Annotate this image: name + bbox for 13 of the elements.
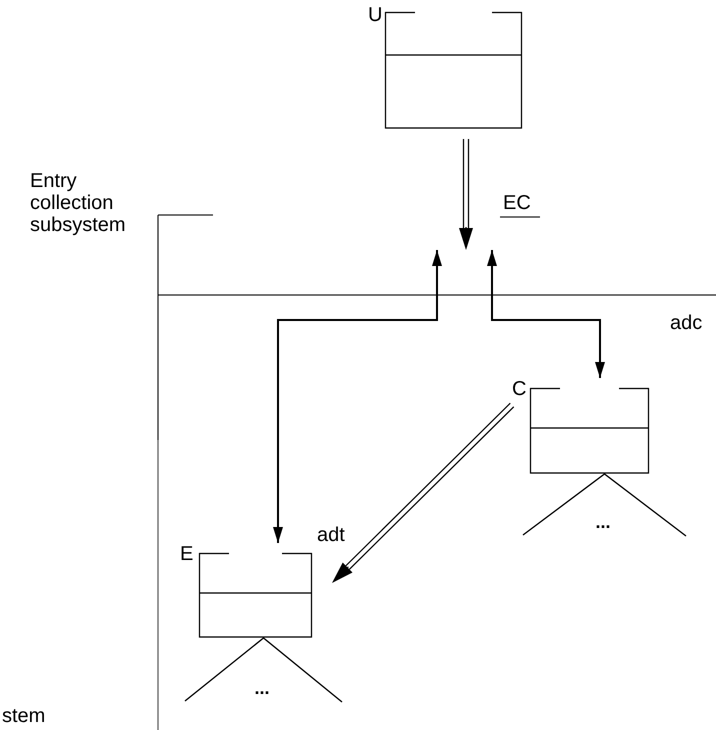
subsystem-label: Entry collection subsystem	[30, 170, 127, 236]
section-label: adc	[670, 312, 702, 334]
box-label: E	[180, 543, 194, 565]
section-label: stem	[2, 705, 46, 727]
box-label: C	[512, 378, 526, 400]
arrow	[332, 402, 514, 583]
arrow	[487, 250, 605, 378]
arrow	[273, 250, 442, 543]
ellipsis-text: ...	[254, 677, 270, 699]
box-label: U	[368, 4, 382, 26]
ellipsis-text: ...	[596, 511, 611, 533]
arrow	[459, 138, 473, 250]
section-label: EC	[503, 192, 531, 214]
